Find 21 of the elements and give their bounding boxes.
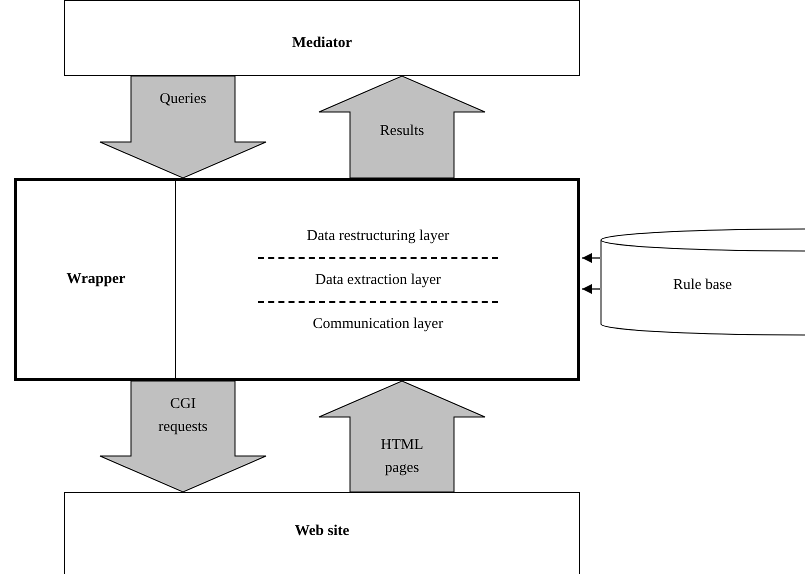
arrow — [582, 284, 600, 294]
wrapper-box — [14, 178, 580, 381]
node-title: Web site — [294, 523, 350, 540]
process-box — [64, 492, 580, 574]
layer-label: Communication layer — [312, 314, 444, 332]
edge-label: CGI requests — [157, 395, 209, 437]
block-arrow — [100, 76, 266, 179]
edge-label: Results — [378, 122, 426, 141]
edge-label: HTML pages — [380, 436, 424, 478]
process-box — [64, 0, 580, 76]
block-arrow — [100, 380, 266, 493]
node-title: Mediator — [292, 34, 352, 52]
layer-label: Data restructuring layer — [306, 226, 450, 244]
block-arrow — [318, 75, 486, 178]
node-title: Wrapper — [66, 271, 126, 288]
database-cylinder — [600, 228, 805, 336]
edge-label: Queries — [158, 90, 208, 109]
block-arrow — [318, 380, 486, 492]
arrow — [582, 253, 600, 263]
node-label: Rule base — [673, 276, 732, 294]
layer-label: Data extraction layer — [315, 270, 441, 288]
